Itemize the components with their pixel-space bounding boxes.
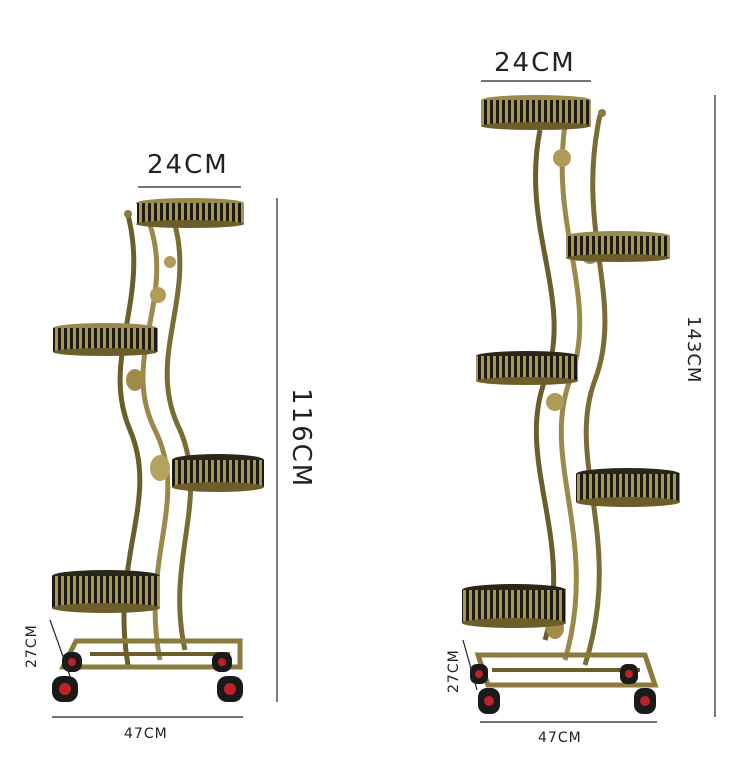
left-tier-2-basket: [53, 323, 158, 356]
left-height-label: 116CM: [286, 388, 316, 489]
right-tier-3-basket: [476, 351, 578, 385]
left-plant-stand: [52, 198, 264, 702]
right-top-width-label: 24CM: [494, 48, 576, 78]
left-base-depth-label: 27CM: [24, 624, 40, 668]
left-wheel-front-right: [217, 676, 243, 702]
left-tier-3-basket: [172, 454, 264, 492]
right-tier-4-basket: [576, 468, 680, 507]
right-wheel-front-right: [634, 688, 656, 714]
right-wheel-back-right: [620, 664, 638, 684]
right-wheel-front-left: [478, 688, 500, 714]
right-tier-5-basket: [462, 584, 566, 628]
left-wheel-front-left: [52, 676, 78, 702]
right-tier-2-basket: [566, 231, 670, 262]
left-base-depth-line: [49, 619, 71, 677]
right-base-depth-line: [462, 639, 478, 691]
right-base-depth-label: 27CM: [446, 649, 462, 693]
dimension-lines: [49, 80, 716, 723]
left-tier-4-basket: [52, 570, 160, 613]
right-plant-stand: [462, 95, 680, 714]
left-base-width-label: 47CM: [124, 726, 168, 742]
right-tier-1-basket: [481, 95, 591, 130]
left-wheel-back-right: [212, 652, 232, 672]
left-top-width-label: 24CM: [147, 150, 229, 180]
right-height-label: 143CM: [683, 316, 704, 384]
right-base-width-label: 47CM: [538, 730, 582, 746]
left-tier-1-basket: [136, 198, 244, 228]
